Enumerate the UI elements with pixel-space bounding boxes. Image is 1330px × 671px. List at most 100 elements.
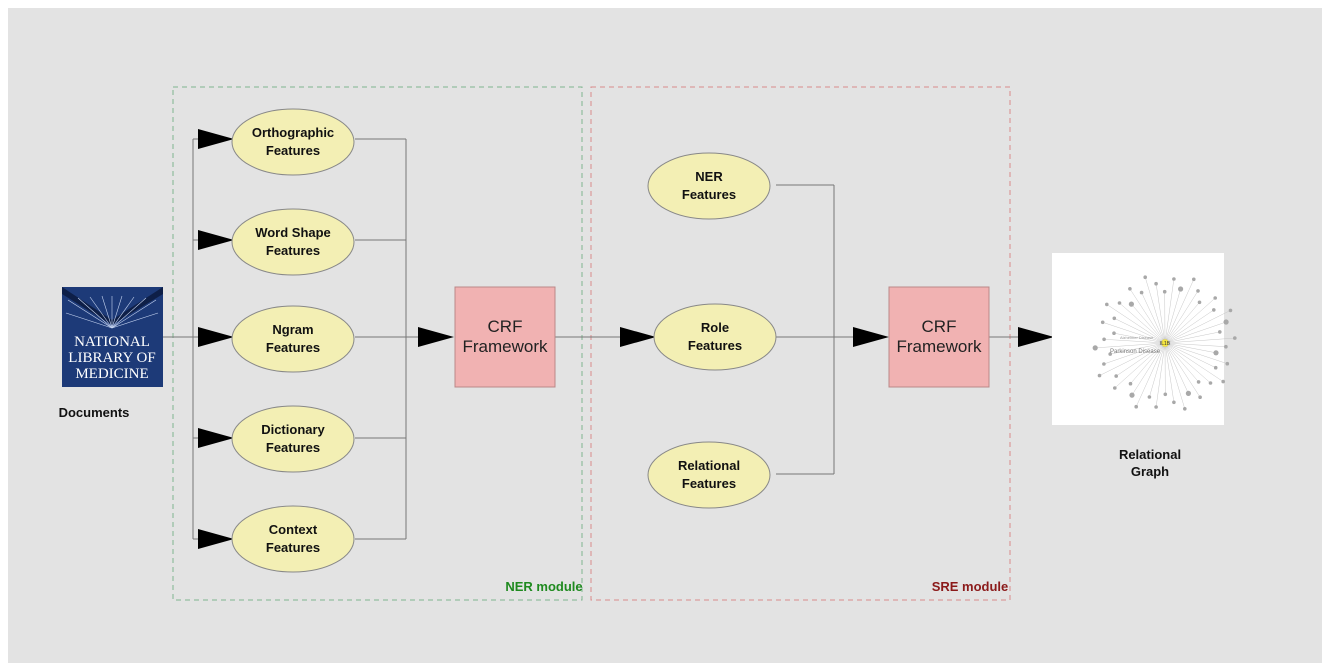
graph-edge xyxy=(1164,310,1231,344)
graph-edge xyxy=(1164,279,1195,344)
arrow-context xyxy=(198,529,234,549)
svg-text:CRF: CRF xyxy=(922,317,957,336)
graph-node xyxy=(1163,392,1168,397)
graph-edge xyxy=(1103,342,1166,365)
graph-node xyxy=(1154,405,1158,409)
graph-edge xyxy=(1164,342,1201,398)
ner-module-box xyxy=(172,86,583,601)
svg-text:NER: NER xyxy=(695,169,723,184)
ner-feature-context: Context Features xyxy=(231,505,355,573)
svg-text:Framework: Framework xyxy=(896,337,982,356)
graph-edge xyxy=(1155,283,1166,344)
graph-label-parkinson: Parkinson Disease xyxy=(1110,349,1161,355)
graph-node xyxy=(1172,400,1176,405)
relational-graph-image: IL1B Parkinson Disease Alzheimer Disease xyxy=(1052,253,1237,425)
ner-feature-orthographic: Orthographic Features xyxy=(231,108,355,176)
graph-edge xyxy=(1164,342,1175,403)
graph-edge xyxy=(1164,290,1199,344)
graph-node xyxy=(1143,275,1147,280)
nlm-logo: NATIONAL LIBRARY OF MEDICINE xyxy=(62,287,163,387)
logo-line-2: LIBRARY OF xyxy=(68,350,155,366)
arrow-to-graph xyxy=(1018,327,1054,347)
svg-text:CRF: CRF xyxy=(488,317,523,336)
sre-feature-relational: Relational Features xyxy=(647,441,771,509)
graph-node xyxy=(1128,287,1132,291)
sre-module-box xyxy=(590,86,1011,601)
graph-edge xyxy=(1144,277,1166,344)
arrow-to-crf-sre xyxy=(853,327,889,347)
graph-edge xyxy=(1135,342,1166,407)
graph-edge xyxy=(1129,288,1166,344)
graph-node xyxy=(1183,407,1187,411)
graph-node xyxy=(1128,381,1133,386)
graph-edge xyxy=(1113,332,1166,344)
diagram-canvas: NER module SRE module xyxy=(8,8,1322,663)
graph-node xyxy=(1228,308,1233,313)
graph-edge xyxy=(1102,322,1166,344)
graph-node xyxy=(1112,331,1116,336)
graph-edge xyxy=(1130,342,1166,384)
graph-edge xyxy=(1104,339,1166,344)
graph-node xyxy=(1172,277,1176,281)
graph-node xyxy=(1134,404,1138,409)
graph-node xyxy=(1213,296,1217,300)
graph-edge xyxy=(1119,302,1166,344)
sre-feature-ner: NER Features xyxy=(647,152,771,220)
graph-node xyxy=(1221,379,1225,384)
graph-node xyxy=(1105,302,1109,307)
logo-line-3: MEDICINE xyxy=(75,366,148,382)
graph-node xyxy=(1129,392,1135,398)
graph-node xyxy=(1213,365,1218,370)
graph-node xyxy=(1224,344,1228,349)
svg-text:Features: Features xyxy=(682,187,736,202)
graph-node xyxy=(1097,373,1102,378)
ner-module-label: NER module xyxy=(505,579,582,594)
svg-text:Orthographic: Orthographic xyxy=(252,125,334,140)
graph-node xyxy=(1212,308,1216,312)
graph-node xyxy=(1225,361,1230,366)
graph-edge xyxy=(1164,342,1211,384)
arrowheads xyxy=(198,129,1054,549)
graph-node xyxy=(1196,289,1200,293)
svg-text:Ngram: Ngram xyxy=(272,322,313,337)
graph-node xyxy=(1198,395,1202,400)
graph-edge xyxy=(1106,304,1166,344)
svg-text:Relational: Relational xyxy=(678,458,740,473)
graph-node xyxy=(1197,300,1202,305)
arrow-dictionary xyxy=(198,428,234,448)
graph-node xyxy=(1139,290,1144,295)
graph-edge xyxy=(1164,342,1216,368)
graph-node xyxy=(1092,345,1098,351)
graph-node xyxy=(1154,281,1158,286)
graph-caption-line-1: Relational xyxy=(1119,447,1181,462)
graph-center-node xyxy=(1160,338,1170,348)
graph-edge xyxy=(1164,342,1199,383)
svg-text:Role: Role xyxy=(701,320,729,335)
graph-edge xyxy=(1164,321,1227,344)
ner-feature-wordshape: Word Shape Features xyxy=(231,208,355,276)
svg-text:Features: Features xyxy=(266,440,320,455)
svg-text:Features: Features xyxy=(266,143,320,158)
graph-node xyxy=(1112,316,1117,321)
graph-edge xyxy=(1164,342,1228,364)
graph-edge xyxy=(1110,342,1166,355)
graph-edge xyxy=(1131,342,1166,396)
graph-node xyxy=(1117,301,1122,305)
graph-edge xyxy=(1164,278,1175,344)
graph-node xyxy=(1128,301,1134,307)
graph-edge xyxy=(1114,318,1166,344)
pipeline-diagram: NER module SRE module xyxy=(59,86,1237,601)
arrow-ngram xyxy=(198,327,234,347)
svg-text:Word Shape: Word Shape xyxy=(255,225,331,240)
graph-center-label: IL1B xyxy=(1160,341,1171,347)
graph-node xyxy=(1108,352,1112,356)
svg-text:Context: Context xyxy=(269,522,318,537)
svg-text:Features: Features xyxy=(682,476,736,491)
graph-edge xyxy=(1164,342,1217,354)
graph-edge xyxy=(1164,297,1216,344)
graph-edge xyxy=(1095,342,1166,349)
graph-node xyxy=(1192,277,1196,282)
graph-node xyxy=(1223,319,1229,325)
svg-text:Features: Features xyxy=(266,243,320,258)
graph-node xyxy=(1185,390,1191,396)
